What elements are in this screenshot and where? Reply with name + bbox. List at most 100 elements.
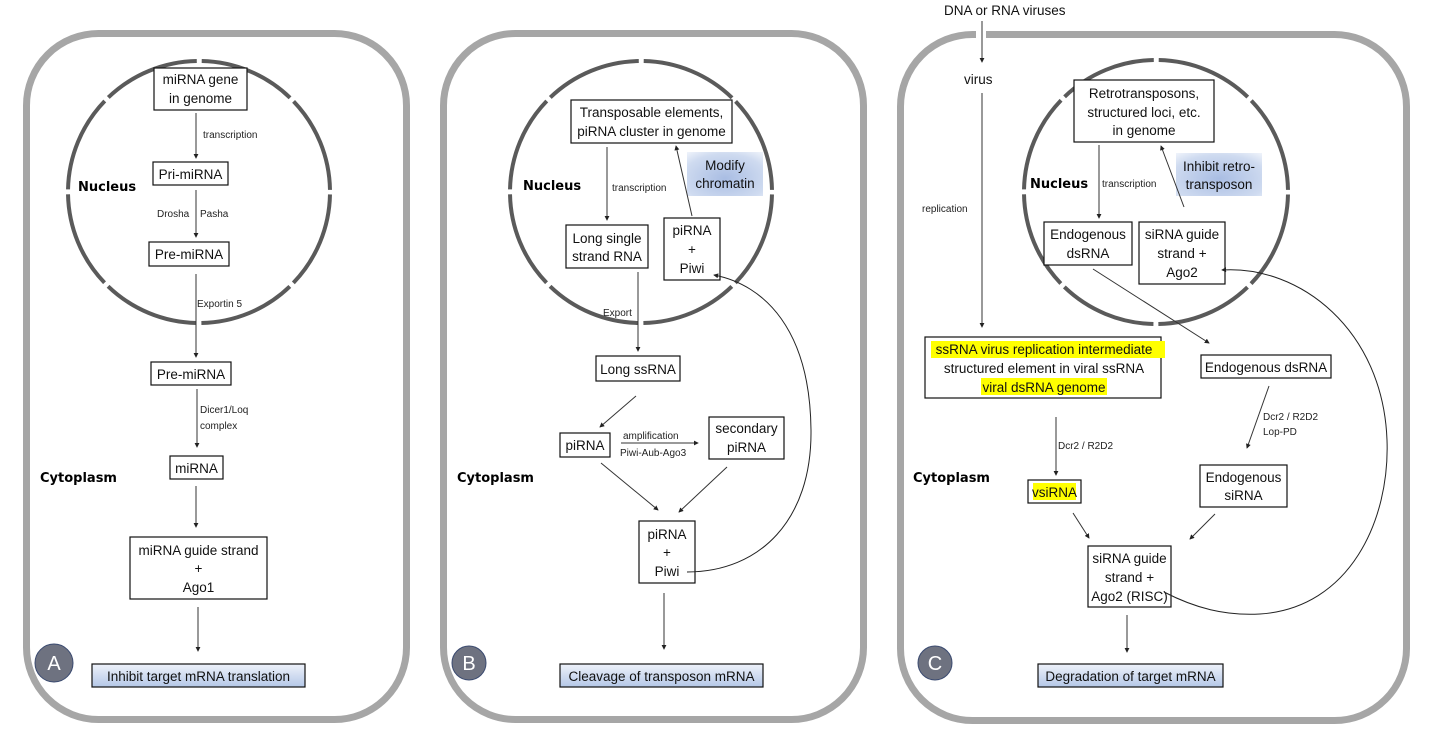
svg-text:Degradation of target mRNA: Degradation of target mRNA bbox=[1045, 669, 1215, 684]
pingpong-label: Piwi-Aub-Ago3 bbox=[620, 448, 687, 459]
svg-text:vsiRNA: vsiRNA bbox=[1032, 485, 1077, 500]
secondary-pirna-node: secondary piRNA bbox=[708, 416, 785, 460]
svg-text:Inhibit target mRNA translatio: Inhibit target mRNA translation bbox=[107, 669, 290, 684]
svg-text:Piwi: Piwi bbox=[655, 564, 680, 579]
highlight-line-3 bbox=[981, 378, 1107, 395]
mirna-node: miRNA bbox=[169, 455, 224, 480]
drosha-label: Drosha bbox=[157, 209, 190, 220]
svg-text:B: B bbox=[462, 653, 475, 675]
svg-text:Pre-miRNA: Pre-miRNA bbox=[157, 367, 225, 382]
svg-text:Inhibit retro-: Inhibit retro- bbox=[1183, 159, 1255, 174]
svg-text:+: + bbox=[663, 545, 671, 560]
svg-text:Long ssRNA: Long ssRNA bbox=[600, 362, 676, 377]
svg-text:A: A bbox=[47, 653, 61, 675]
viral-rna-node: ssRNA virus replication intermediate str… bbox=[924, 336, 1165, 399]
transcription-label: transcription bbox=[203, 130, 257, 141]
svg-text:miRNA: miRNA bbox=[175, 461, 218, 476]
viral-dicer-label: Dcr2 / R2D2 bbox=[1058, 441, 1113, 452]
svg-text:Pri-miRNA: Pri-miRNA bbox=[159, 167, 223, 182]
svg-text:viral dsRNA genome: viral dsRNA genome bbox=[982, 380, 1105, 395]
svg-text:siRNA: siRNA bbox=[1224, 488, 1262, 503]
cyto-pirna-piwi-node: piRNA + Piwi bbox=[638, 520, 696, 584]
svg-text:Piwi: Piwi bbox=[680, 261, 705, 276]
result-inhibit-translation: Inhibit target mRNA translation bbox=[91, 663, 306, 688]
cell-membrane bbox=[440, 30, 867, 723]
nuclear-pirna-piwi-node: piRNA + Piwi bbox=[663, 217, 721, 281]
svg-text:+: + bbox=[688, 242, 696, 257]
svg-text:strand +: strand + bbox=[1157, 246, 1206, 261]
retrotransposon-genome-node: Retrotransposons, structured loci, etc. … bbox=[1073, 79, 1215, 143]
svg-text:chromatin: chromatin bbox=[695, 176, 754, 191]
result-degradation-target: Degradation of target mRNA bbox=[1037, 663, 1224, 688]
svg-text:miRNA guide strand: miRNA guide strand bbox=[138, 543, 258, 558]
svg-text:Endogenous dsRNA: Endogenous dsRNA bbox=[1205, 360, 1327, 375]
amplification-label: amplification bbox=[623, 431, 679, 442]
panel-b: Nucleus Cytoplasm Transposable elements,… bbox=[440, 30, 867, 723]
panel-badge-b: B bbox=[451, 645, 487, 681]
cell-membrane bbox=[897, 31, 1410, 724]
chromatin-arrow bbox=[674, 145, 693, 217]
risc-node: siRNA guide strand + Ago2 (RISC) bbox=[1087, 545, 1172, 608]
svg-text:in genome: in genome bbox=[1112, 123, 1175, 138]
pasha-label: Pasha bbox=[200, 209, 229, 220]
long-single-strand-node: Long single strand RNA bbox=[565, 224, 649, 269]
cytoplasm-label: Cytoplasm bbox=[40, 471, 117, 486]
inhibit-retrotransposon-action: Inhibit retro- transposon bbox=[1176, 153, 1262, 196]
svg-text:Pre-miRNA: Pre-miRNA bbox=[155, 247, 223, 262]
svg-text:siRNA guide: siRNA guide bbox=[1145, 227, 1219, 242]
dicer-label-2: complex bbox=[200, 421, 237, 432]
result-cleavage-transposon: Cleavage of transposon mRNA bbox=[559, 663, 764, 688]
svg-text:Ago2: Ago2 bbox=[1166, 265, 1198, 280]
nucleus-label: Nucleus bbox=[1030, 177, 1088, 192]
svg-text:Endogenous: Endogenous bbox=[1050, 227, 1126, 242]
exportin-label: Exportin 5 bbox=[197, 299, 242, 310]
mirna-risc-node: miRNA guide strand + Ago1 bbox=[129, 536, 268, 600]
panel-c: DNA or RNA viruses virus replication Nuc… bbox=[897, 3, 1410, 724]
virus-label: virus bbox=[964, 72, 993, 87]
svg-text:Cleavage of transposon mRNA: Cleavage of transposon mRNA bbox=[568, 669, 754, 684]
svg-text:+: + bbox=[195, 561, 203, 576]
dsrna-export-arrow bbox=[1092, 268, 1210, 344]
pre-mirna-nuclear-node: Pre-miRNA bbox=[148, 241, 230, 267]
svg-text:Modify: Modify bbox=[705, 158, 745, 173]
endo-dicer-label-1: Dcr2 / R2D2 bbox=[1263, 412, 1318, 423]
panel-badge-a: A bbox=[34, 643, 74, 683]
panel-badge-c: C bbox=[917, 645, 953, 681]
modify-chromatin-action: Modify chromatin bbox=[687, 152, 763, 196]
export-label: Export bbox=[603, 308, 632, 319]
svg-text:Retrotransposons,: Retrotransposons, bbox=[1089, 86, 1199, 101]
endo-dsrna-nuclear-node: Endogenous dsRNA bbox=[1043, 221, 1133, 266]
endo-dsrna-cyto-node: Endogenous dsRNA bbox=[1200, 354, 1332, 379]
svg-text:Long single: Long single bbox=[572, 231, 641, 246]
svg-text:structured element in viral ss: structured element in viral ssRNA bbox=[944, 361, 1144, 376]
cell-membrane bbox=[23, 30, 410, 723]
svg-text:dsRNA: dsRNA bbox=[1067, 246, 1110, 261]
pre-mirna-cyto-node: Pre-miRNA bbox=[150, 361, 232, 386]
svg-text:piRNA: piRNA bbox=[672, 223, 711, 238]
svg-text:Endogenous: Endogenous bbox=[1206, 470, 1282, 485]
svg-text:C: C bbox=[928, 653, 942, 675]
svg-text:in genome: in genome bbox=[169, 91, 232, 106]
dicer-label-1: Dicer1/Loq bbox=[200, 405, 248, 416]
panel-a: Nucleus Cytoplasm miRNA gene in genome t… bbox=[23, 30, 410, 723]
svg-text:structured loci, etc.: structured loci, etc. bbox=[1087, 105, 1200, 120]
svg-text:secondary: secondary bbox=[715, 421, 778, 436]
endo-sirna-node: Endogenous siRNA bbox=[1199, 464, 1288, 508]
virus-source-label: DNA or RNA viruses bbox=[944, 3, 1066, 18]
svg-text:Transposable elements,: Transposable elements, bbox=[580, 105, 724, 120]
svg-text:piRNA: piRNA bbox=[727, 440, 766, 455]
nuclear-import-curve bbox=[686, 273, 812, 573]
endo-loading-arrow bbox=[1189, 513, 1216, 540]
svg-text:miRNA gene: miRNA gene bbox=[163, 72, 239, 87]
primary-loading-arrow bbox=[600, 462, 659, 511]
vsirna-loading-arrow bbox=[1072, 512, 1090, 539]
transposable-elements-node: Transposable elements, piRNA cluster in … bbox=[570, 99, 733, 144]
svg-text:strand RNA: strand RNA bbox=[572, 249, 642, 264]
replication-label: replication bbox=[922, 204, 968, 215]
transcription-label: transcription bbox=[1102, 179, 1156, 190]
membrane-entry-gap bbox=[976, 28, 986, 42]
pirna-node: piRNA bbox=[559, 432, 611, 458]
endo-dicer-label-2: Lop-PD bbox=[1263, 427, 1297, 438]
endo-dicing-arrow bbox=[1246, 385, 1270, 449]
